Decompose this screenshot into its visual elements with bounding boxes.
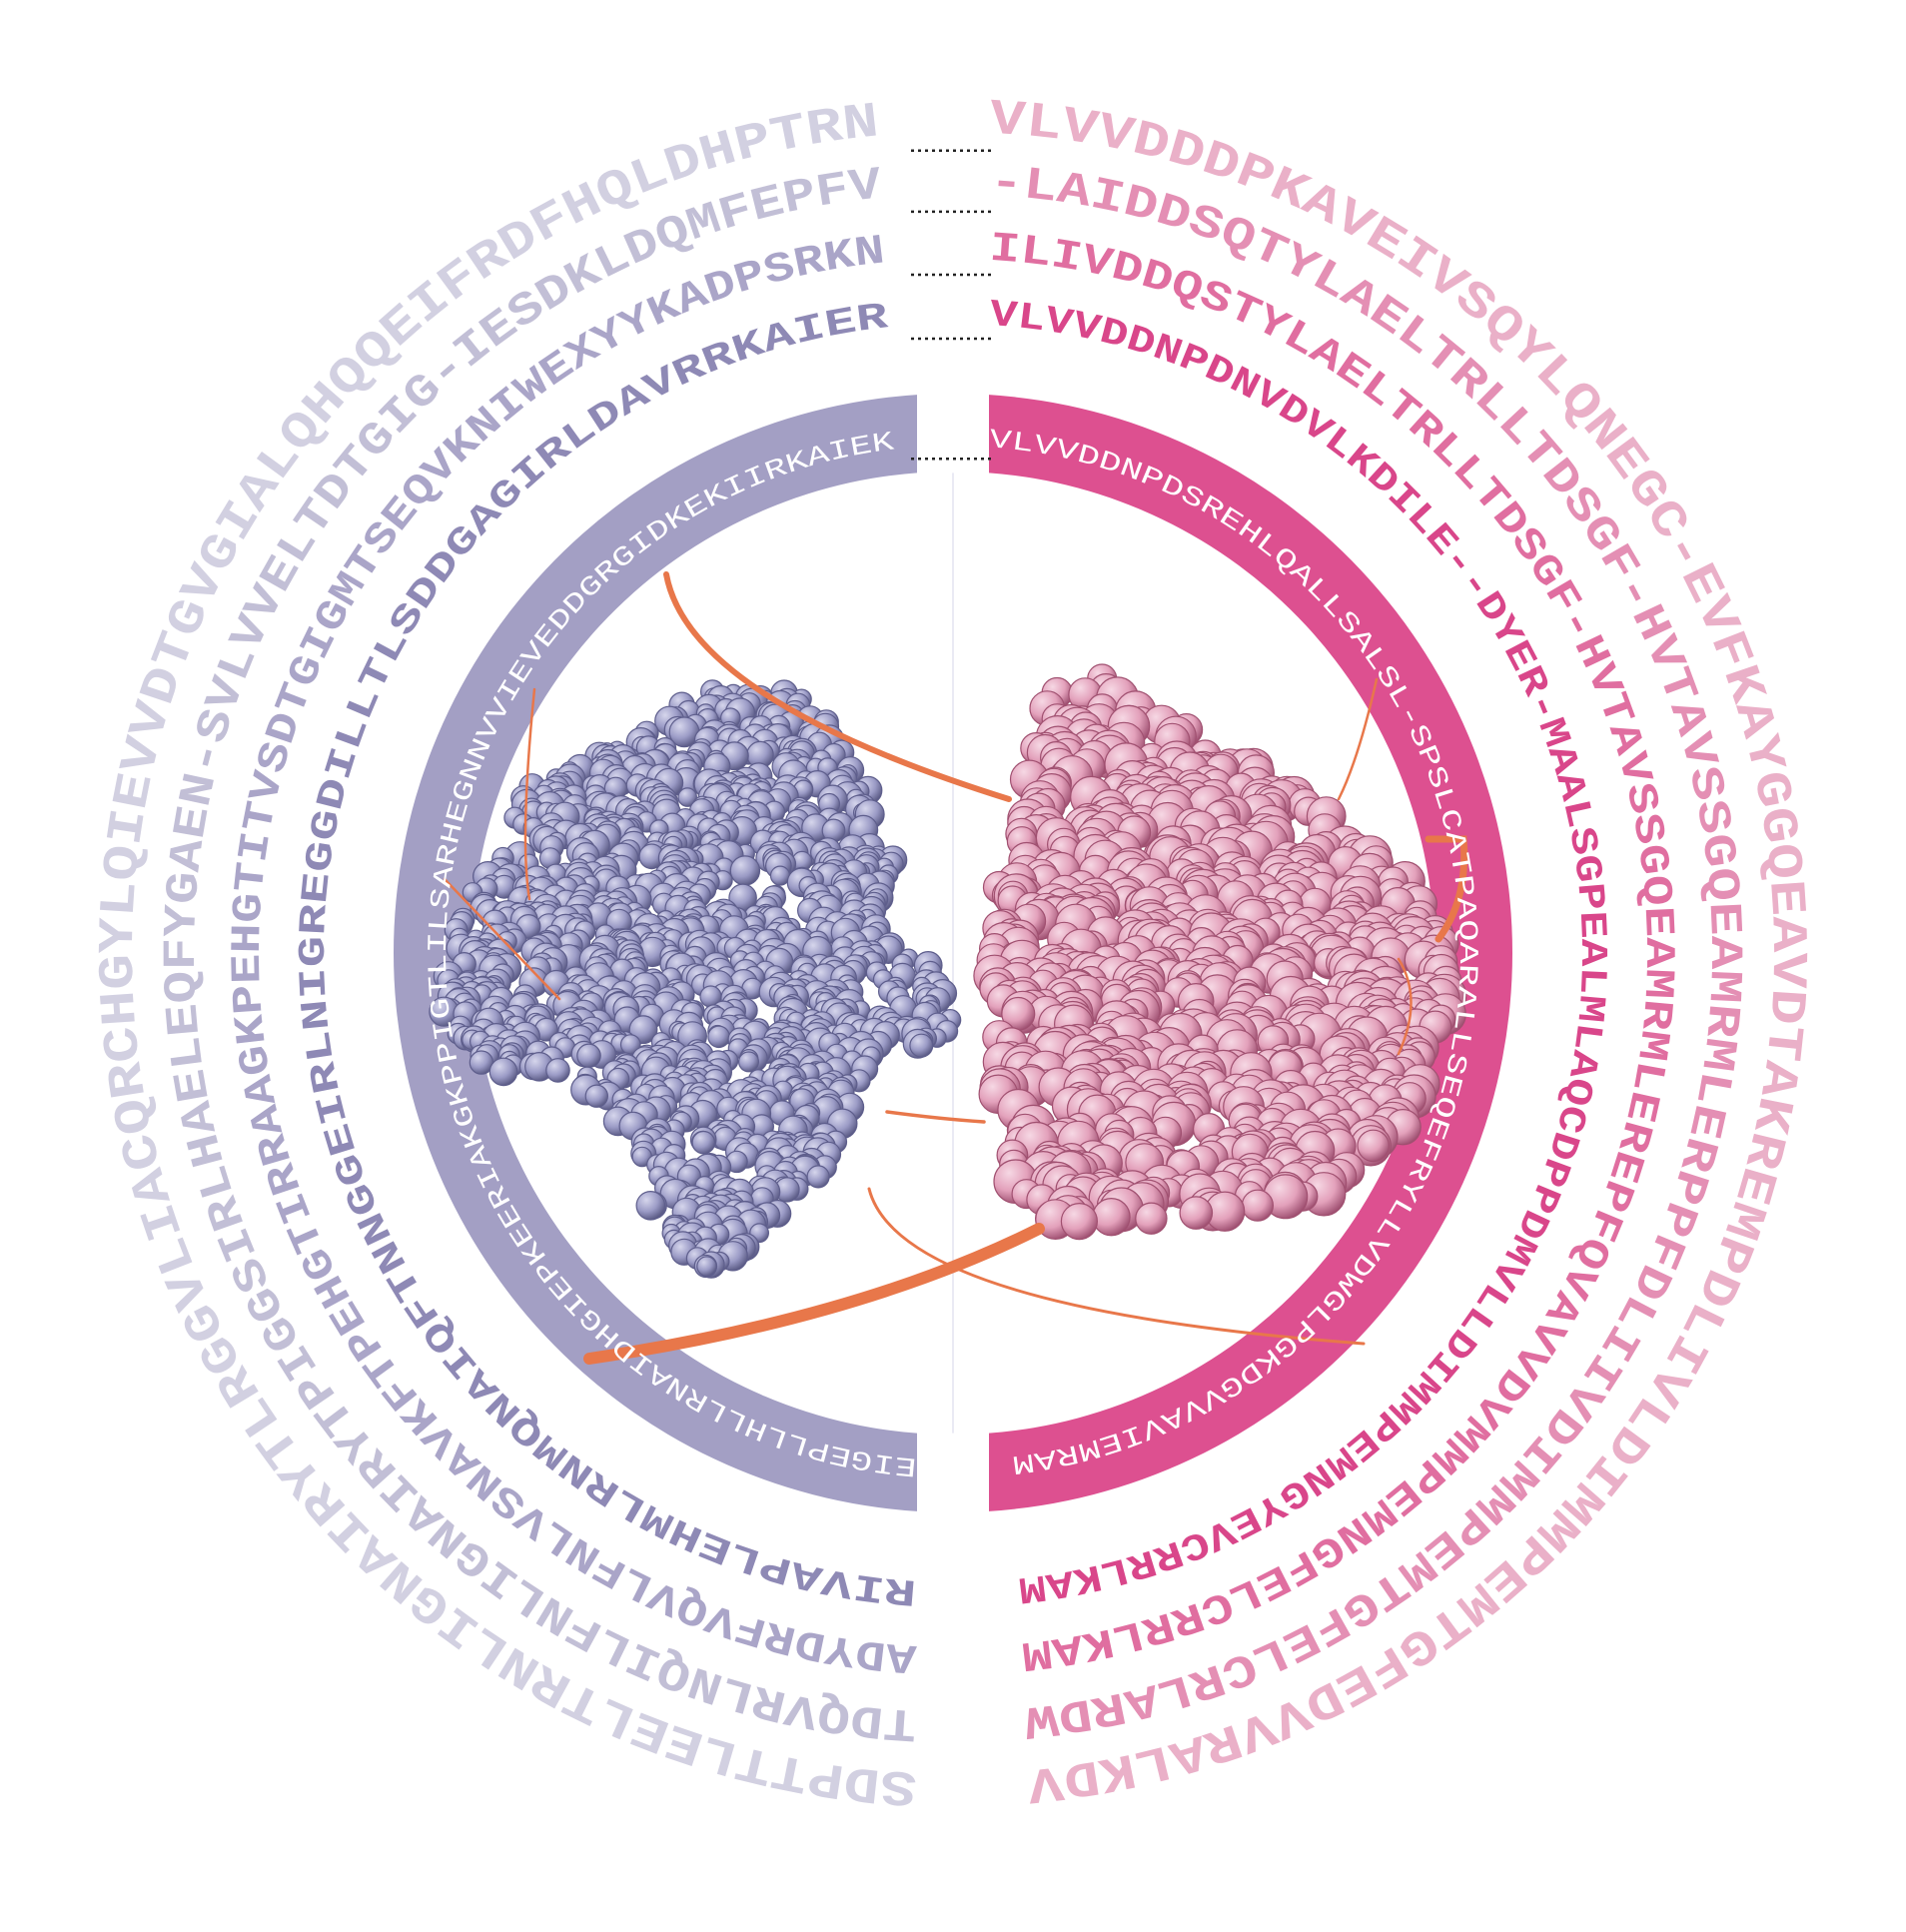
left-protein-atom <box>729 855 761 886</box>
left-protein-atom <box>769 865 791 886</box>
right-band <box>989 395 1513 1511</box>
left-protein-atom <box>707 1025 730 1049</box>
left-protein-atom <box>576 1043 601 1069</box>
right-protein-atom <box>1357 1129 1390 1163</box>
alignment-connectors <box>911 149 995 461</box>
left-protein-atom <box>488 1057 518 1087</box>
left-protein-atom <box>691 1130 716 1155</box>
contact-link-6 <box>885 1110 986 1124</box>
right-protein-atom <box>1179 1196 1214 1230</box>
right-protein-atom <box>1060 1202 1099 1241</box>
left-protein-atom <box>737 1051 759 1073</box>
left-protein-atom <box>806 1165 830 1189</box>
left-band <box>393 395 917 1511</box>
right-protein-atom <box>1092 1197 1131 1237</box>
left-protein-structure <box>429 679 962 1279</box>
left-protein-atom <box>909 1033 934 1058</box>
left-protein-atom <box>584 1084 609 1108</box>
left-protein-atom <box>696 1256 717 1277</box>
right-protein-atom <box>1135 1202 1168 1235</box>
left-protein-atom <box>545 1058 570 1083</box>
left-protein-atom <box>677 787 697 807</box>
left-protein-atom <box>635 1191 666 1221</box>
right-protein-atom <box>1241 1189 1275 1222</box>
